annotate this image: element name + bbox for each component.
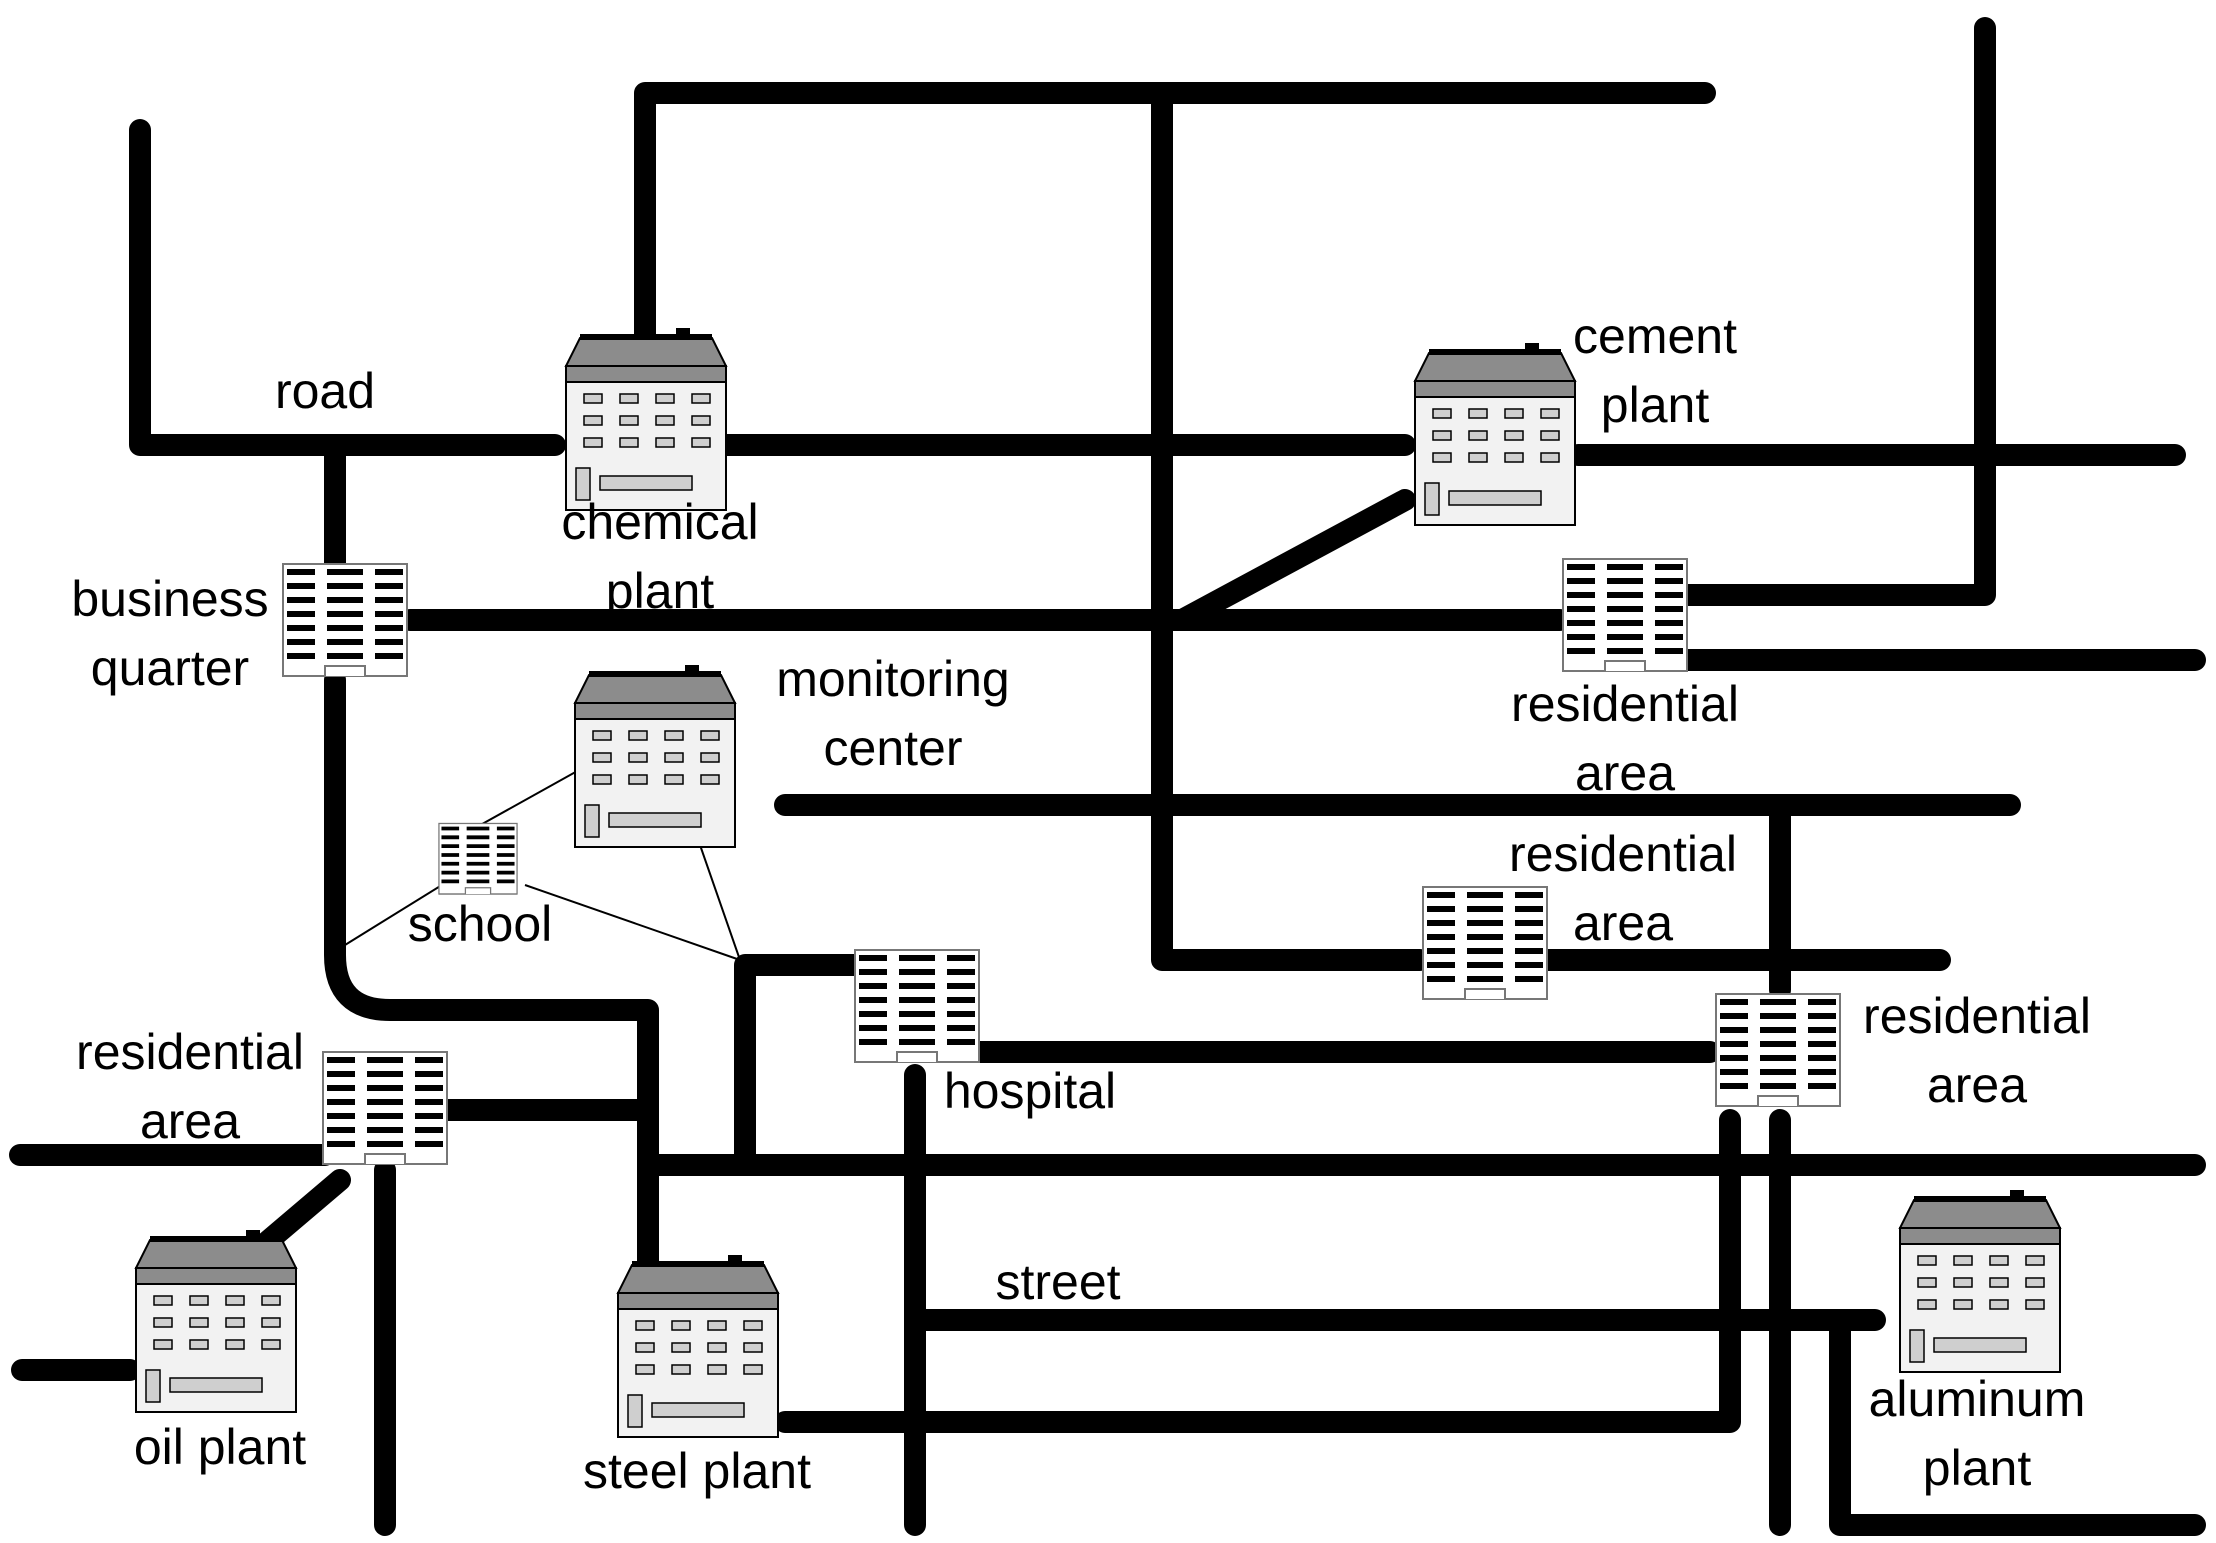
school-building — [437, 821, 519, 896]
residential-area-east-label-line-2: area — [1574, 745, 1676, 801]
road-label: road — [274, 363, 376, 419]
business-quarter-building — [283, 564, 407, 676]
chemical-plant-building — [565, 327, 727, 511]
road-north-loop — [129, 119, 566, 456]
cement-plant-building — [1414, 342, 1576, 526]
hospital-building — [855, 950, 979, 1062]
monitoring-center-label: monitoring center — [776, 645, 1009, 783]
cement-plant-label: cement plant — [1573, 302, 1737, 440]
residential-area-southeast-building — [1716, 994, 1840, 1106]
hospital-label: hospital — [943, 1063, 1117, 1119]
residential-area-west-label-line-2: area — [139, 1093, 241, 1149]
residential-area-east-label: residential area — [1511, 670, 1739, 808]
aluminum-plant-label: aluminum plant — [1869, 1365, 2086, 1503]
oil-plant-label: oil plant — [133, 1419, 307, 1475]
residential-area-west-label-line-1: residential — [76, 1024, 304, 1080]
monitoring-center-building — [574, 664, 736, 848]
aluminum-plant-label-line-1: aluminum — [1868, 1371, 2086, 1427]
residential-area-middle-label-line-2: area — [1572, 895, 1674, 951]
residential-area-west-label: residential area — [76, 1018, 304, 1156]
business-quarter-label: business quarter — [71, 565, 268, 703]
business-quarter-label-line-1: business — [71, 571, 269, 627]
monitoring-center-label-line-2: center — [823, 720, 963, 776]
residential-area-southeast-label: residential area — [1863, 982, 2091, 1120]
aluminum-plant-building — [1899, 1189, 2061, 1373]
street-road — [734, 954, 866, 1176]
steel-plant-building — [617, 1254, 779, 1438]
street-label: street — [995, 1254, 1121, 1310]
business-quarter-label-line-2: quarter — [90, 640, 250, 696]
chemical-plant-label: chemical plant — [561, 488, 758, 626]
chemical-plant-label-line-1: chemical — [561, 494, 759, 550]
residential-area-east-building — [1563, 559, 1687, 671]
road-network — [9, 17, 2206, 1536]
residential-area-southeast-label-line-1: residential — [1863, 988, 2091, 1044]
aluminum-plant-label-line-2: plant — [1922, 1440, 2032, 1496]
steel-plant-label: steel plant — [583, 1443, 811, 1499]
oil-plant-building — [135, 1229, 297, 1413]
cement-plant-label-line-1: cement — [1573, 308, 1737, 364]
residential-area-middle-label-line-1: residential — [1509, 826, 1737, 882]
residential-area-middle-label: residential area — [1509, 820, 1737, 958]
residential-area-west-building — [323, 1052, 447, 1164]
monitoring-center-label-line-1: monitoring — [776, 651, 1010, 707]
chemical-plant-label-line-2: plant — [605, 563, 715, 619]
residential-area-east-label-line-1: residential — [1511, 676, 1739, 732]
residential-area-southeast-label-line-2: area — [1926, 1057, 2028, 1113]
cement-plant-label-line-2: plant — [1600, 377, 1710, 433]
school-label: school — [407, 896, 553, 952]
